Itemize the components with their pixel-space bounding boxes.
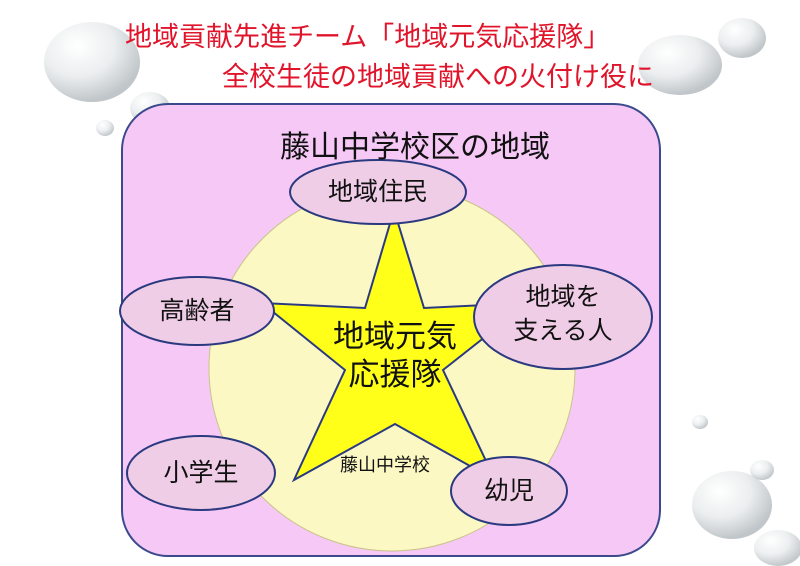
droplet xyxy=(692,471,772,539)
droplet xyxy=(718,18,766,58)
node-elementary-label: 小学生 xyxy=(163,458,239,487)
node-elderly-label: 高齢者 xyxy=(159,296,235,325)
decorative-droplets xyxy=(44,18,800,566)
school-label: 藤山中学校 xyxy=(340,455,430,476)
node-infants xyxy=(450,456,568,526)
node-infants-label: 幼児 xyxy=(483,476,534,505)
title-line-2: 全校生徒の地域貢献への火付け役に xyxy=(222,62,654,93)
node-supporters xyxy=(473,264,653,370)
node-elementary xyxy=(126,435,276,511)
node-supporters-label-line1: 地域を xyxy=(525,282,601,311)
droplet xyxy=(754,530,800,566)
droplet xyxy=(750,460,774,480)
droplet xyxy=(692,415,708,429)
region-label: 藤山中学校区の地域 xyxy=(280,130,550,165)
node-residents xyxy=(289,159,467,225)
node-residents-label: 地域住民 xyxy=(327,177,428,206)
droplet xyxy=(638,35,722,95)
node-elderly xyxy=(119,276,275,346)
droplet xyxy=(96,120,114,136)
droplet xyxy=(44,22,140,102)
node-supporters-label-line2: 支える人 xyxy=(513,316,613,345)
center-label-line2: 応援隊 xyxy=(348,357,442,393)
center-label-line1: 地域元気 xyxy=(333,319,457,355)
title-line-1: 地域貢献先進チーム「地域元気応援隊」 xyxy=(125,22,611,53)
